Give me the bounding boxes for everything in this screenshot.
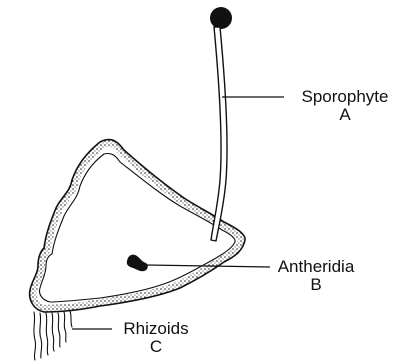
antheridia-label: Antheridia B	[262, 258, 370, 294]
rhizoids	[34, 311, 72, 360]
rhizoids-label-name: Rhizoids	[110, 320, 202, 338]
antheridia-label-name: Antheridia	[262, 258, 370, 276]
antheridia-label-letter: B	[262, 276, 370, 294]
rhizoids-label: Rhizoids C	[110, 320, 202, 356]
sporophyte-label-letter: A	[286, 106, 404, 124]
sporophyte-label-name: Sporophyte	[286, 88, 404, 106]
rhizoids-label-letter: C	[110, 338, 202, 356]
sporophyte-label: Sporophyte A	[286, 88, 404, 124]
sporophyte-capsule	[210, 7, 232, 29]
sporophyte	[210, 7, 232, 241]
sporophyte-seta	[211, 27, 227, 241]
